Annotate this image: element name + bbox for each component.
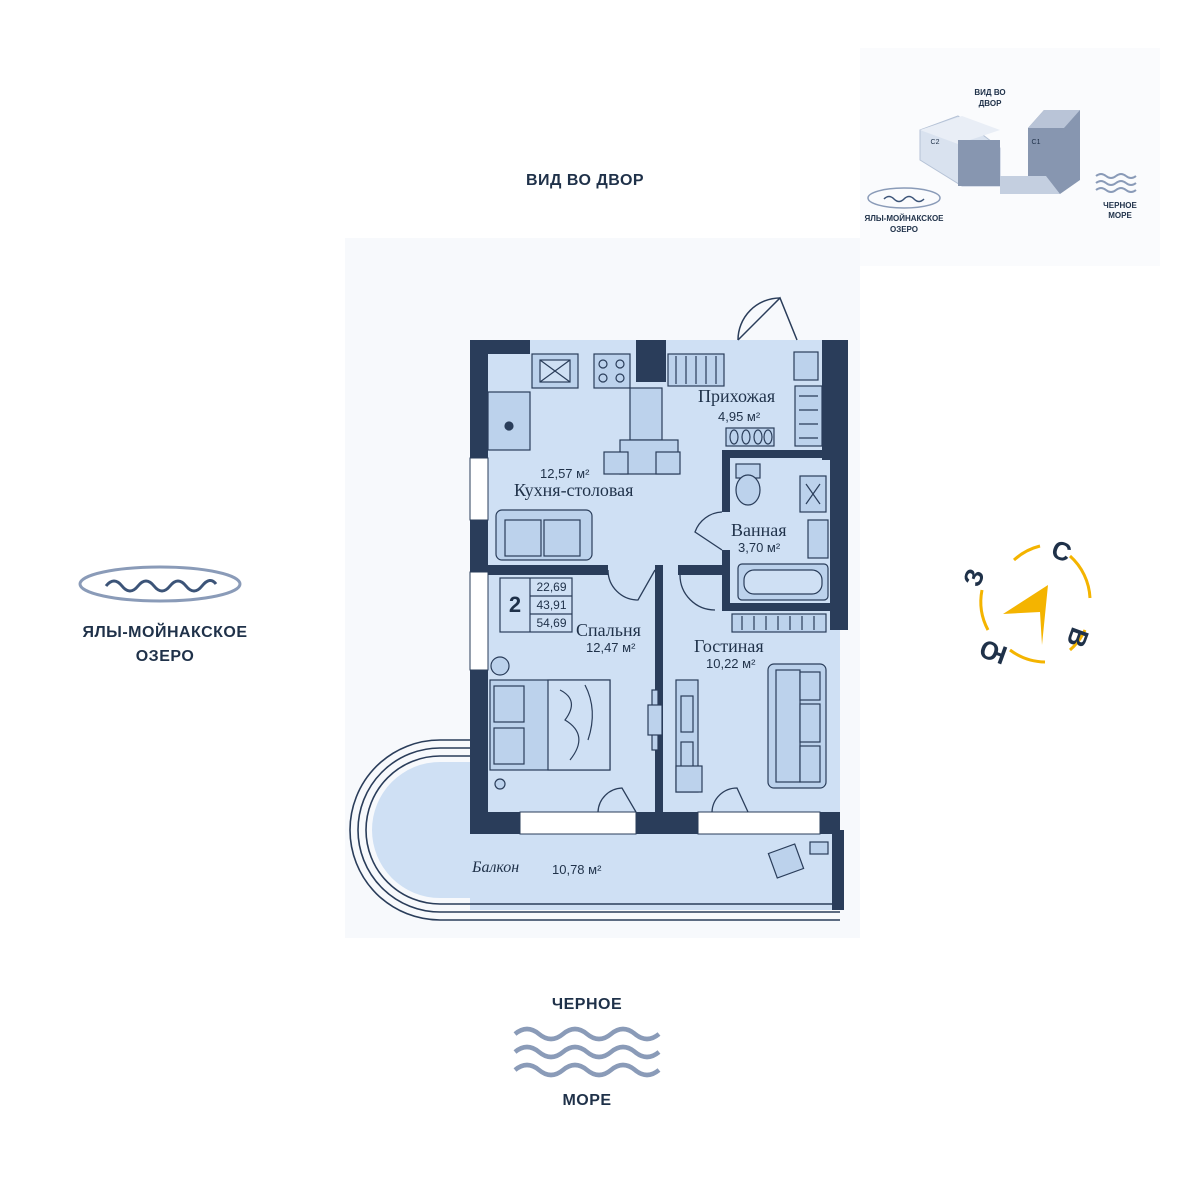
rooms-count: 2: [508, 592, 522, 617]
minimap-sea-line2: МОРЕ: [1108, 211, 1132, 220]
room-name-hallway: Прихожая: [698, 386, 776, 406]
room-name-kitchen: Кухня-столовая: [514, 480, 634, 500]
sea-waves-icon: [513, 1026, 661, 1078]
bedroom-furniture: [489, 656, 663, 790]
living-area-value: 22,69: [536, 580, 567, 594]
minimap-lake-line2: ОЗЕРО: [889, 225, 919, 234]
lake-label-line1: ЯЛЫ-МОЙНАКСКОЕ: [82, 624, 248, 641]
room-area-balcony: 10,78 м²: [552, 862, 602, 877]
minimap-sea-line1: ЧЕРНОЕ: [1103, 201, 1137, 210]
room-name-living: Гостиная: [694, 636, 764, 656]
minimap-drawing: [860, 48, 1160, 266]
balcony-furniture: [767, 841, 829, 879]
windows: [469, 457, 821, 835]
minimap-view-line2: ДВОР: [978, 99, 1002, 108]
hallway-furniture: [667, 351, 823, 447]
room-area-bedroom: 12,47 м²: [586, 640, 636, 655]
bathroom-furniture: [735, 463, 829, 601]
minimap-view-line1: ВИД ВО: [974, 88, 1006, 97]
room-area-hallway: 4,95 м²: [718, 409, 761, 424]
lake-label-line2: ОЗЕРО: [135, 648, 195, 665]
full-area-value: 54,69: [536, 616, 567, 630]
room-area-living: 10,22 м²: [706, 656, 756, 671]
total-area-value: 43,91: [536, 598, 567, 612]
sea-label-bottom: МОРЕ: [562, 1092, 612, 1109]
sea-label-top: ЧЕРНОЕ: [551, 996, 623, 1013]
room-name-bedroom: Спальня: [576, 620, 641, 640]
room-name-balcony: Балкон: [472, 859, 520, 876]
lake-icon: [78, 565, 242, 603]
summary-table: [499, 577, 573, 633]
minimap-building-c1: C1: [1031, 139, 1041, 146]
kitchen-furniture: [487, 353, 681, 561]
room-area-kitchen: 12,57 м²: [540, 466, 590, 481]
door-arcs: [597, 511, 749, 813]
minimap-lake-line1: ЯЛЫ-МОЙНАКСКОЕ: [864, 214, 944, 223]
walls: [470, 340, 848, 910]
entrance-door: [737, 296, 798, 341]
compass-icon: [979, 544, 1092, 664]
courtyard-view-label: ВИД ВО ДВОР: [525, 172, 645, 189]
balcony-rail: [349, 739, 840, 921]
living-furniture: [675, 613, 827, 793]
room-area-bathroom: 3,70 м²: [738, 540, 781, 555]
minimap-building-c2: C2: [930, 139, 940, 146]
room-name-bathroom: Ванная: [731, 520, 787, 540]
